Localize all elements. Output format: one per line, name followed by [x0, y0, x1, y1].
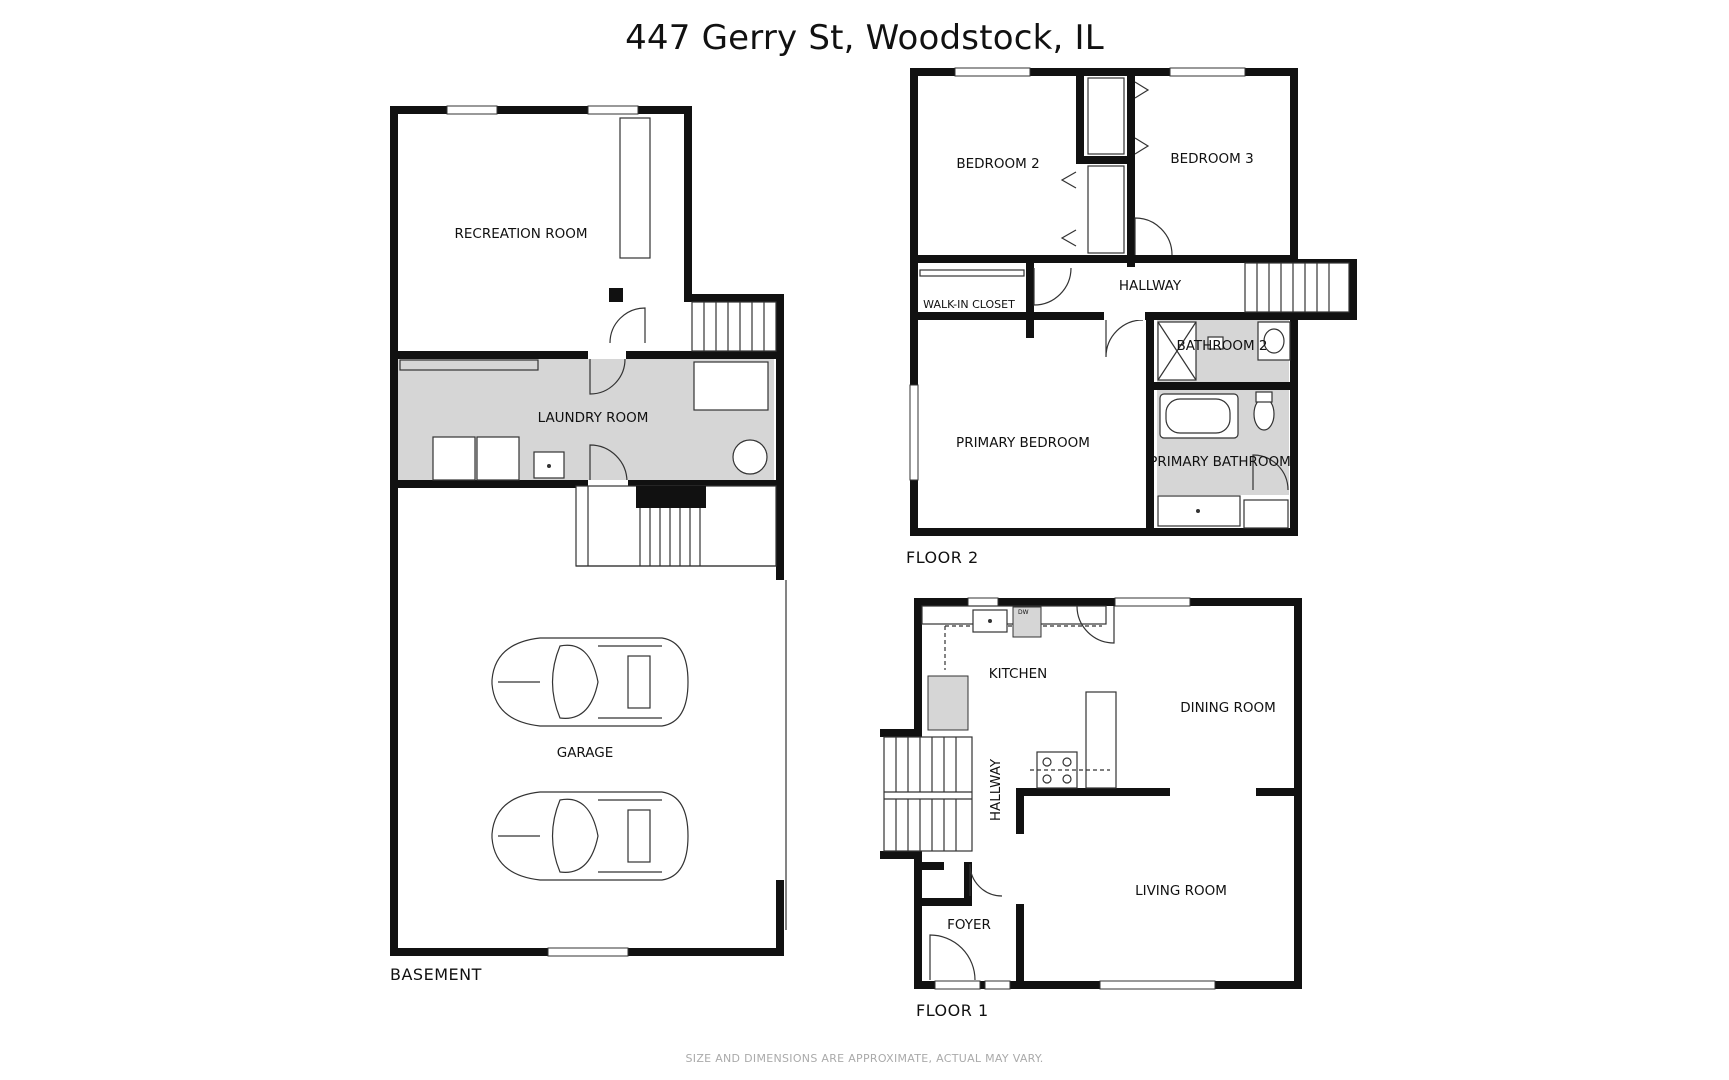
laundry-utility-box	[693, 361, 769, 411]
basement-stairs-upper	[691, 301, 777, 352]
room-label-recreation: RECREATION ROOM	[455, 226, 588, 242]
garage-door-opening	[776, 580, 784, 880]
room-label-bedroom2: BEDROOM 2	[956, 156, 1039, 172]
room-label-hallway-f1: HALLWAY	[988, 758, 1004, 821]
rec-column	[609, 288, 623, 302]
floor1-stairs	[883, 736, 973, 852]
footnote-disclaimer: SIZE AND DIMENSIONS ARE APPROXIMATE, ACT…	[685, 1052, 1044, 1065]
room-label-garage: GARAGE	[557, 745, 614, 761]
room-label-primary-bathroom: PRIMARY BATHROOM	[1149, 454, 1291, 470]
dishwasher	[1012, 606, 1042, 638]
closet-door-marker-3	[1134, 81, 1150, 99]
door-closet	[969, 863, 1003, 897]
refrigerator	[927, 675, 969, 731]
door-bed3	[1134, 217, 1173, 256]
room-label-primary-bedroom: PRIMARY BEDROOM	[956, 435, 1090, 451]
closet-door-marker-4	[1134, 137, 1150, 155]
plan-title: 447 Gerry St, Woodstock, IL	[625, 18, 1104, 58]
basement-plan: RECREATION ROOM LAUNDRY ROOM GARAGE BASE…	[390, 105, 787, 984]
floor-label-floor2: FLOOR 2	[906, 548, 979, 567]
sink-bath2	[1257, 321, 1291, 361]
kitchen-range	[1036, 751, 1078, 789]
window-rec-1	[446, 105, 498, 115]
room-label-laundry: LAUNDRY ROOM	[538, 410, 649, 426]
window-bed3	[1169, 67, 1246, 77]
window-primary-bed	[909, 384, 919, 481]
window-garage	[547, 947, 629, 957]
window-foyer-1	[934, 980, 981, 990]
door-rec-stairs	[609, 307, 646, 344]
room-label-kitchen: KITCHEN	[989, 666, 1048, 682]
closet-door-marker-1	[1060, 171, 1077, 189]
floor2-plan: BEDROOM 2 BEDROOM 3 HALLWAY WALK-IN CLOS…	[906, 67, 1357, 567]
door-gap-primary-bed	[1104, 312, 1145, 320]
door-gap-laundry-bottom	[588, 480, 628, 488]
room-label-bathroom2: BATHROOM 2	[1176, 338, 1267, 354]
window-kitchen	[967, 597, 999, 607]
rec-bar-counter	[619, 117, 651, 259]
floor-label-floor1: FLOOR 1	[916, 1001, 989, 1020]
laundry-shelf	[399, 359, 539, 371]
walkin-shelf	[919, 269, 1025, 277]
dishwasher-label: DW	[1018, 609, 1029, 616]
closet-primary-bath	[1243, 499, 1289, 529]
window-living	[1099, 980, 1216, 990]
car-bottom	[491, 791, 689, 881]
floor1-stair-wall	[880, 729, 922, 859]
bathtub	[1159, 393, 1239, 439]
door-laundry-bottom	[589, 444, 628, 483]
closet-upper	[1087, 77, 1125, 155]
window-bed2	[954, 67, 1031, 77]
room-label-foyer: FOYER	[947, 917, 991, 933]
toilet-tank-bath2	[1207, 336, 1224, 350]
basement-stairs-garage	[575, 485, 777, 567]
floor-label-basement: BASEMENT	[390, 965, 482, 984]
door-laundry-top	[589, 358, 626, 395]
room-label-living: LIVING ROOM	[1135, 883, 1227, 899]
basement-outer-wall	[390, 106, 784, 956]
door-front-entry	[929, 934, 976, 981]
door-walkin-hall	[1033, 267, 1072, 306]
room-label-walkin: WALK-IN CLOSET	[923, 298, 1015, 311]
floor2-outer-wall	[910, 68, 1357, 536]
washer	[432, 436, 476, 481]
window-foyer-2	[984, 980, 1011, 990]
closet-door-marker-2	[1060, 229, 1077, 247]
door-gap-laundry-top	[588, 351, 626, 359]
dryer	[476, 436, 520, 481]
window-rec-2	[587, 105, 639, 115]
kitchen-peninsula	[1085, 691, 1117, 789]
floor1-plan: DW KITCHEN	[880, 597, 1302, 1020]
toilet-primary-bath	[1253, 397, 1275, 431]
car-top	[491, 637, 689, 727]
room-label-hallway-f2: HALLWAY	[1119, 278, 1182, 294]
floor2-stairs	[1244, 262, 1350, 313]
room-label-dining: DINING ROOM	[1180, 700, 1276, 716]
door-primary-bed	[1105, 319, 1144, 358]
closet-lower	[1087, 165, 1125, 254]
room-label-bedroom3: BEDROOM 3	[1170, 151, 1253, 167]
door-kitchen-rear	[1076, 605, 1115, 644]
door-primary-bath	[1252, 454, 1289, 491]
water-heater	[732, 439, 768, 475]
window-dining	[1114, 597, 1191, 607]
